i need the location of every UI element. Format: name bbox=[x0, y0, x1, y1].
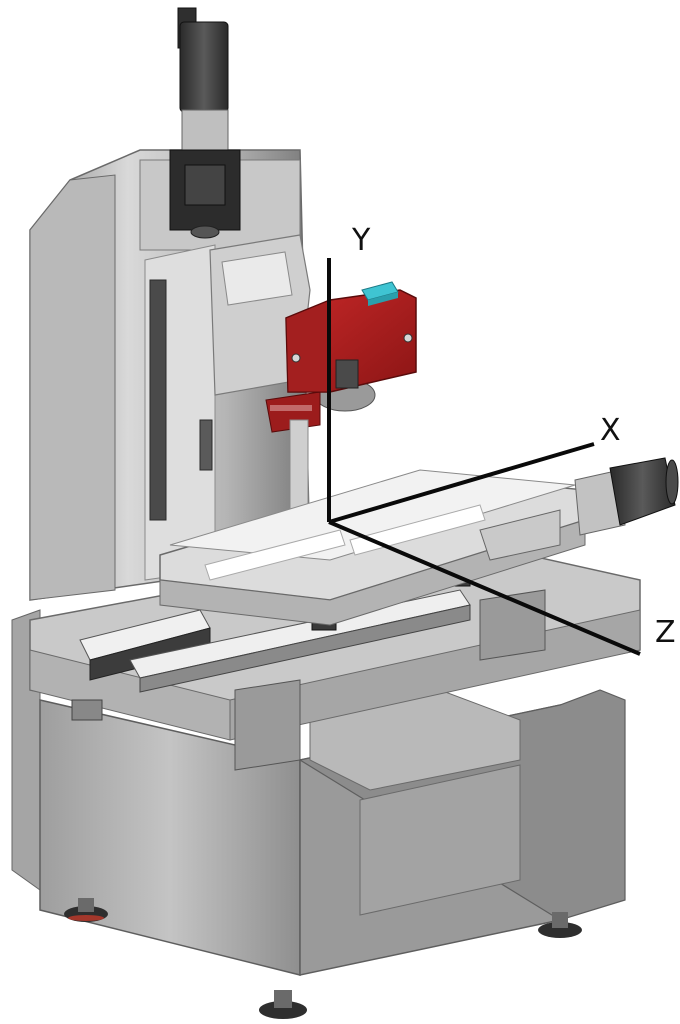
spindle-housing-red bbox=[285, 281, 417, 393]
x-axis-motor bbox=[574, 457, 679, 536]
coordinate-axes: Y X Z bbox=[327, 223, 676, 656]
x-axis-arrow bbox=[328, 442, 595, 524]
y-axis-label: Y bbox=[351, 223, 371, 258]
x-axis-label: X bbox=[600, 413, 621, 448]
leveling-feet bbox=[64, 898, 582, 1019]
y-axis-motor bbox=[169, 7, 241, 239]
z-axis-guide-rails bbox=[79, 565, 471, 693]
z-axis-label: Z bbox=[655, 615, 676, 650]
z-axis-arrow bbox=[328, 520, 641, 656]
